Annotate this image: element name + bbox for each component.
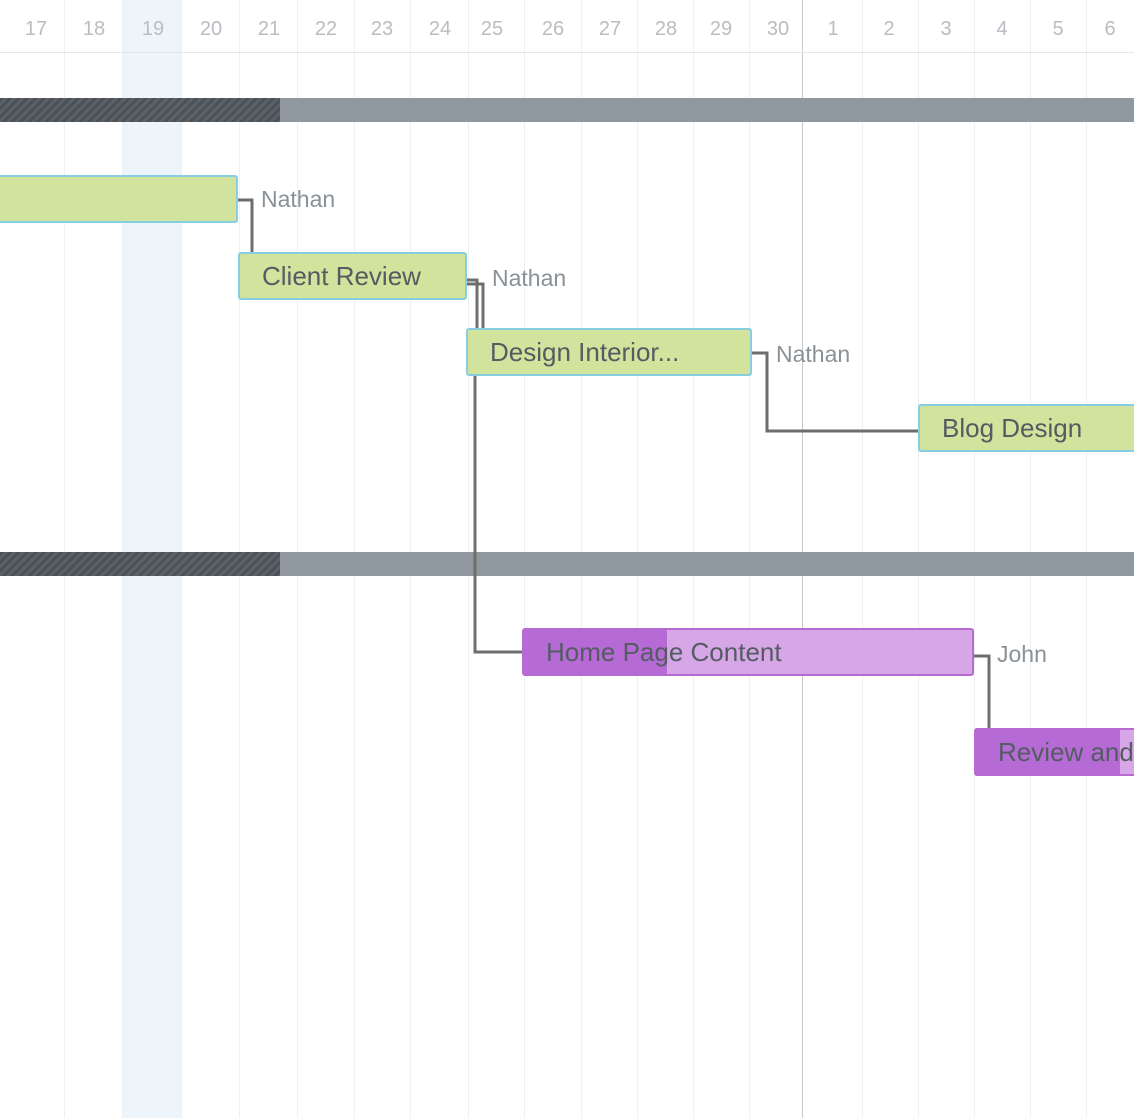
task-bar-review[interactable]: Review and [974, 728, 1134, 776]
task-bar-client-review[interactable]: Client Review [238, 252, 467, 300]
task-label: Review and [998, 736, 1134, 767]
day-label: 21 [257, 18, 281, 40]
dependency-line [473, 376, 523, 654]
day-label: 30 [766, 18, 790, 40]
task-label: Blog Design [942, 412, 1083, 443]
task-bar-home-page-content[interactable]: Home Page Content [522, 628, 974, 676]
task-bar-design-interior[interactable]: Design Interior... [466, 328, 752, 376]
dependency-line [237, 198, 254, 253]
day-label: 6 [1104, 18, 1116, 40]
day-label: 5 [1052, 18, 1064, 40]
task-progress [976, 730, 1120, 774]
assignee-label: Nathan [261, 186, 336, 212]
task-label: Design Interior... [490, 336, 680, 367]
day-label: 29 [709, 18, 733, 40]
group-progress [0, 552, 280, 576]
assignee-label: Nathan [776, 341, 851, 367]
day-label: 26 [541, 18, 565, 40]
day-label: 23 [370, 18, 394, 40]
group-bar-content[interactable] [0, 552, 1134, 576]
task-label: Client Review [262, 260, 421, 291]
assignee-label: Nathan [492, 265, 567, 291]
day-label: 20 [199, 18, 223, 40]
task-bar[interactable] [0, 175, 238, 223]
task-label: Home Page Content [546, 636, 782, 667]
day-label: 28 [654, 18, 678, 40]
group-bar-design[interactable] [0, 98, 1134, 122]
task-progress [524, 630, 668, 674]
dependency-line [973, 654, 991, 729]
day-label: 24 [428, 18, 452, 40]
day-label: 19 [141, 18, 165, 40]
day-label: 3 [940, 18, 952, 40]
day-label: 27 [598, 18, 622, 40]
day-label: 2 [883, 18, 895, 40]
day-label: 22 [314, 18, 338, 40]
day-label: 18 [82, 18, 106, 40]
dependency-line [467, 282, 485, 329]
day-label: 17 [24, 18, 48, 40]
dependency-line [467, 278, 479, 329]
day-label: 4 [996, 18, 1008, 40]
day-label: 25 [480, 18, 504, 40]
group-progress [0, 98, 280, 122]
day-label: 1 [827, 18, 839, 40]
assignee-label: John [997, 641, 1047, 667]
task-bar-blog-design[interactable]: Blog Design [918, 404, 1134, 452]
dependency-line [751, 351, 919, 433]
